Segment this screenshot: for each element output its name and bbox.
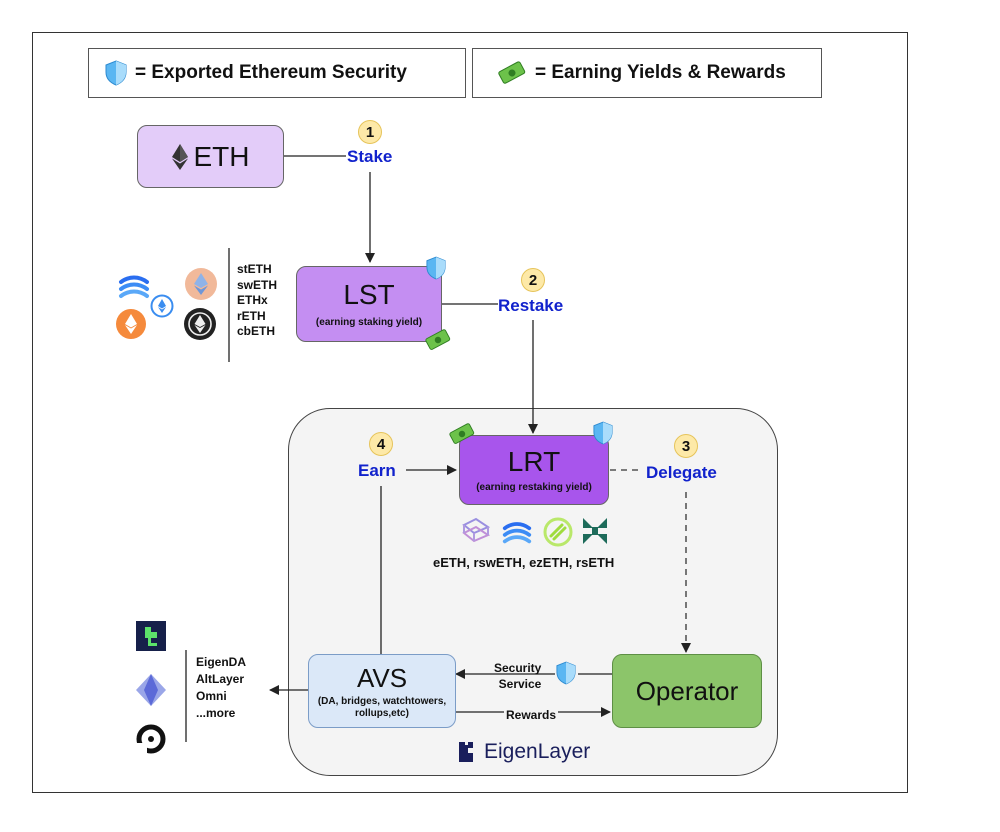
security-service-line: Security (494, 661, 542, 675)
eigenlayer-text: EigenLayer (484, 740, 591, 763)
renzo-icon (543, 517, 573, 547)
lst-token: rETH (237, 308, 266, 323)
avs-list-item: EigenDA (196, 655, 247, 669)
avs-node: AVS (DA, bridges, watchtowers, rollups,e… (308, 654, 456, 728)
eth-node: ETH (137, 125, 284, 188)
lst-token-list: stETH swETH ETHx rETH cbETH (237, 262, 277, 340)
avs-title: AVS (356, 663, 408, 693)
avs-list-item: Omni (196, 689, 227, 703)
avs-list-item: ...more (196, 706, 236, 720)
avs-list: EigenDA AltLayer Omni ...more (196, 654, 246, 722)
eigenda-icon (136, 621, 166, 651)
lrt-tokens-label: eETH, rswETH, ezETH, rsETH (433, 555, 615, 570)
step-4-badge: 4 (369, 432, 393, 456)
lst-subtitle: (earning staking yield) (315, 317, 423, 329)
legend-yield: = Earning Yields & Rewards (472, 48, 822, 98)
legend-security: = Exported Ethereum Security (88, 48, 466, 98)
operator-node: Operator (612, 654, 762, 728)
restake-label: Restake (498, 296, 564, 315)
security-service-label: Security Service (494, 660, 541, 692)
operator-title: Operator (635, 675, 739, 706)
avs-list-item: AltLayer (196, 672, 245, 686)
stake-label: Stake (347, 147, 393, 166)
earn-label: Earn (358, 461, 396, 480)
step-1-badge: 1 (358, 120, 382, 144)
lst-token: stETH (237, 262, 272, 276)
diagram-frame (32, 32, 908, 793)
altlayer-icon (136, 674, 166, 706)
eigenlayer-brand: EigenLayer (458, 740, 590, 764)
step-2-badge: 2 (521, 268, 545, 292)
lrt-subtitle: (earning restaking yield) (476, 482, 592, 494)
shield-icon (556, 661, 576, 685)
kelp-icon (583, 518, 607, 544)
lst-title: LST (343, 279, 395, 311)
step-3-badge: 3 (674, 434, 698, 458)
lrt-title: LRT (507, 446, 561, 478)
avs-subtitle: (DA, bridges, watchtowers, rollups,etc) (317, 696, 447, 719)
money-icon (425, 329, 451, 350)
etherfi-icon (462, 517, 491, 543)
cbeth-icon (184, 308, 216, 340)
lst-token: cbETH (237, 324, 276, 338)
security-service-line: Service (498, 677, 542, 691)
lst-token: ETHx (237, 293, 268, 307)
steth-icon (185, 268, 217, 300)
shield-icon (593, 421, 613, 445)
lst-node: LST (earning staking yield) (296, 266, 442, 342)
money-icon (449, 423, 475, 444)
eth-title: ETH (193, 140, 250, 172)
legend-yield-text: = Earning Yields & Rewards (535, 62, 786, 83)
swell-icon (502, 522, 532, 544)
eigenlayer-logo-icon (459, 742, 473, 762)
delegate-label: Delegate (646, 463, 717, 482)
reth-icon (116, 309, 146, 339)
legend-security-text: = Exported Ethereum Security (135, 62, 407, 83)
lrt-node: LRT (earning restaking yield) (459, 435, 609, 505)
ethereum-icon (171, 143, 188, 170)
shield-icon (105, 60, 127, 86)
rewards-label: Rewards (504, 708, 559, 722)
omni-icon (136, 724, 166, 755)
lido-icon (119, 275, 149, 298)
ethx-icon (150, 294, 174, 318)
money-icon (498, 61, 526, 84)
shield-icon (426, 256, 446, 280)
lst-token: swETH (237, 277, 278, 292)
